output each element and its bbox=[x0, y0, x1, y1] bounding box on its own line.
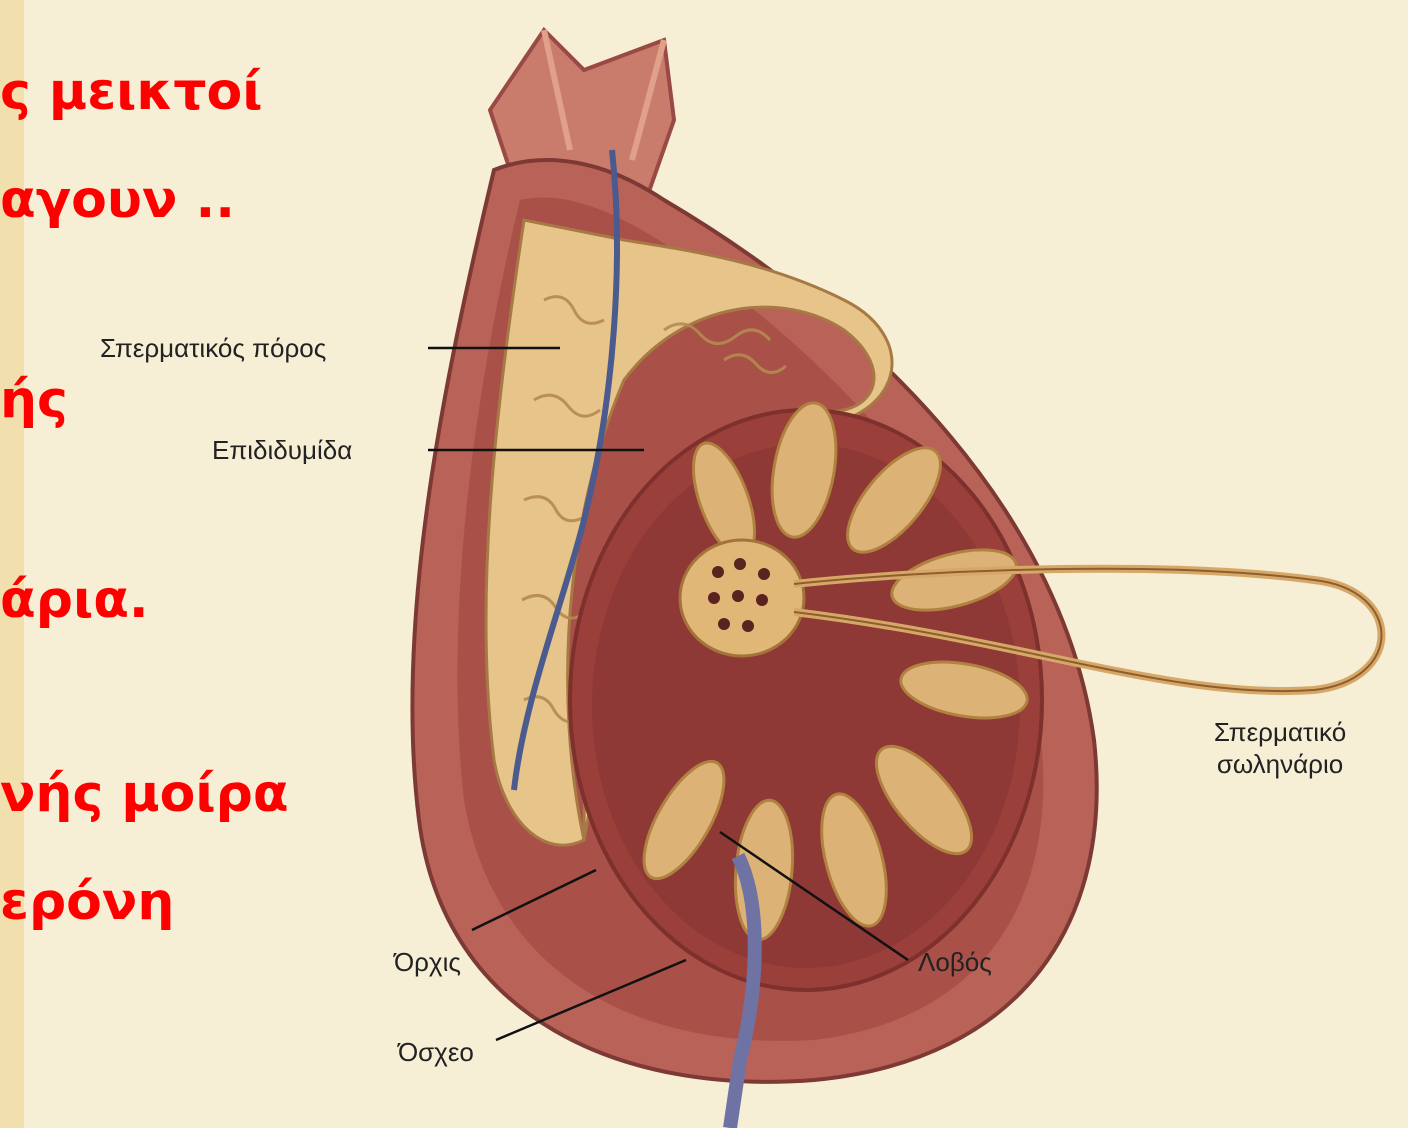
label-seminiferous-tubule-line2: σωληνάριο bbox=[1180, 748, 1380, 780]
label-seminiferous-tubule: Σπερματικό σωληνάριο bbox=[1180, 716, 1380, 780]
testis-diagram-panel: Σπερματικός πόρος Επιδιδυμίδα Σπερματικό… bbox=[24, 0, 1408, 1128]
label-vas-deferens: Σπερματικός πόρος bbox=[100, 332, 326, 364]
label-epididymis: Επιδιδυμίδα bbox=[212, 434, 352, 466]
rete-testis bbox=[680, 540, 804, 656]
label-scrotum: Όσχεο bbox=[398, 1036, 474, 1068]
testis-anatomy-illustration bbox=[24, 0, 1408, 1128]
label-lobule: Λοβός bbox=[918, 946, 992, 978]
label-seminiferous-tubule-line1: Σπερματικό bbox=[1180, 716, 1380, 748]
label-testis: Όρχις bbox=[394, 946, 461, 978]
